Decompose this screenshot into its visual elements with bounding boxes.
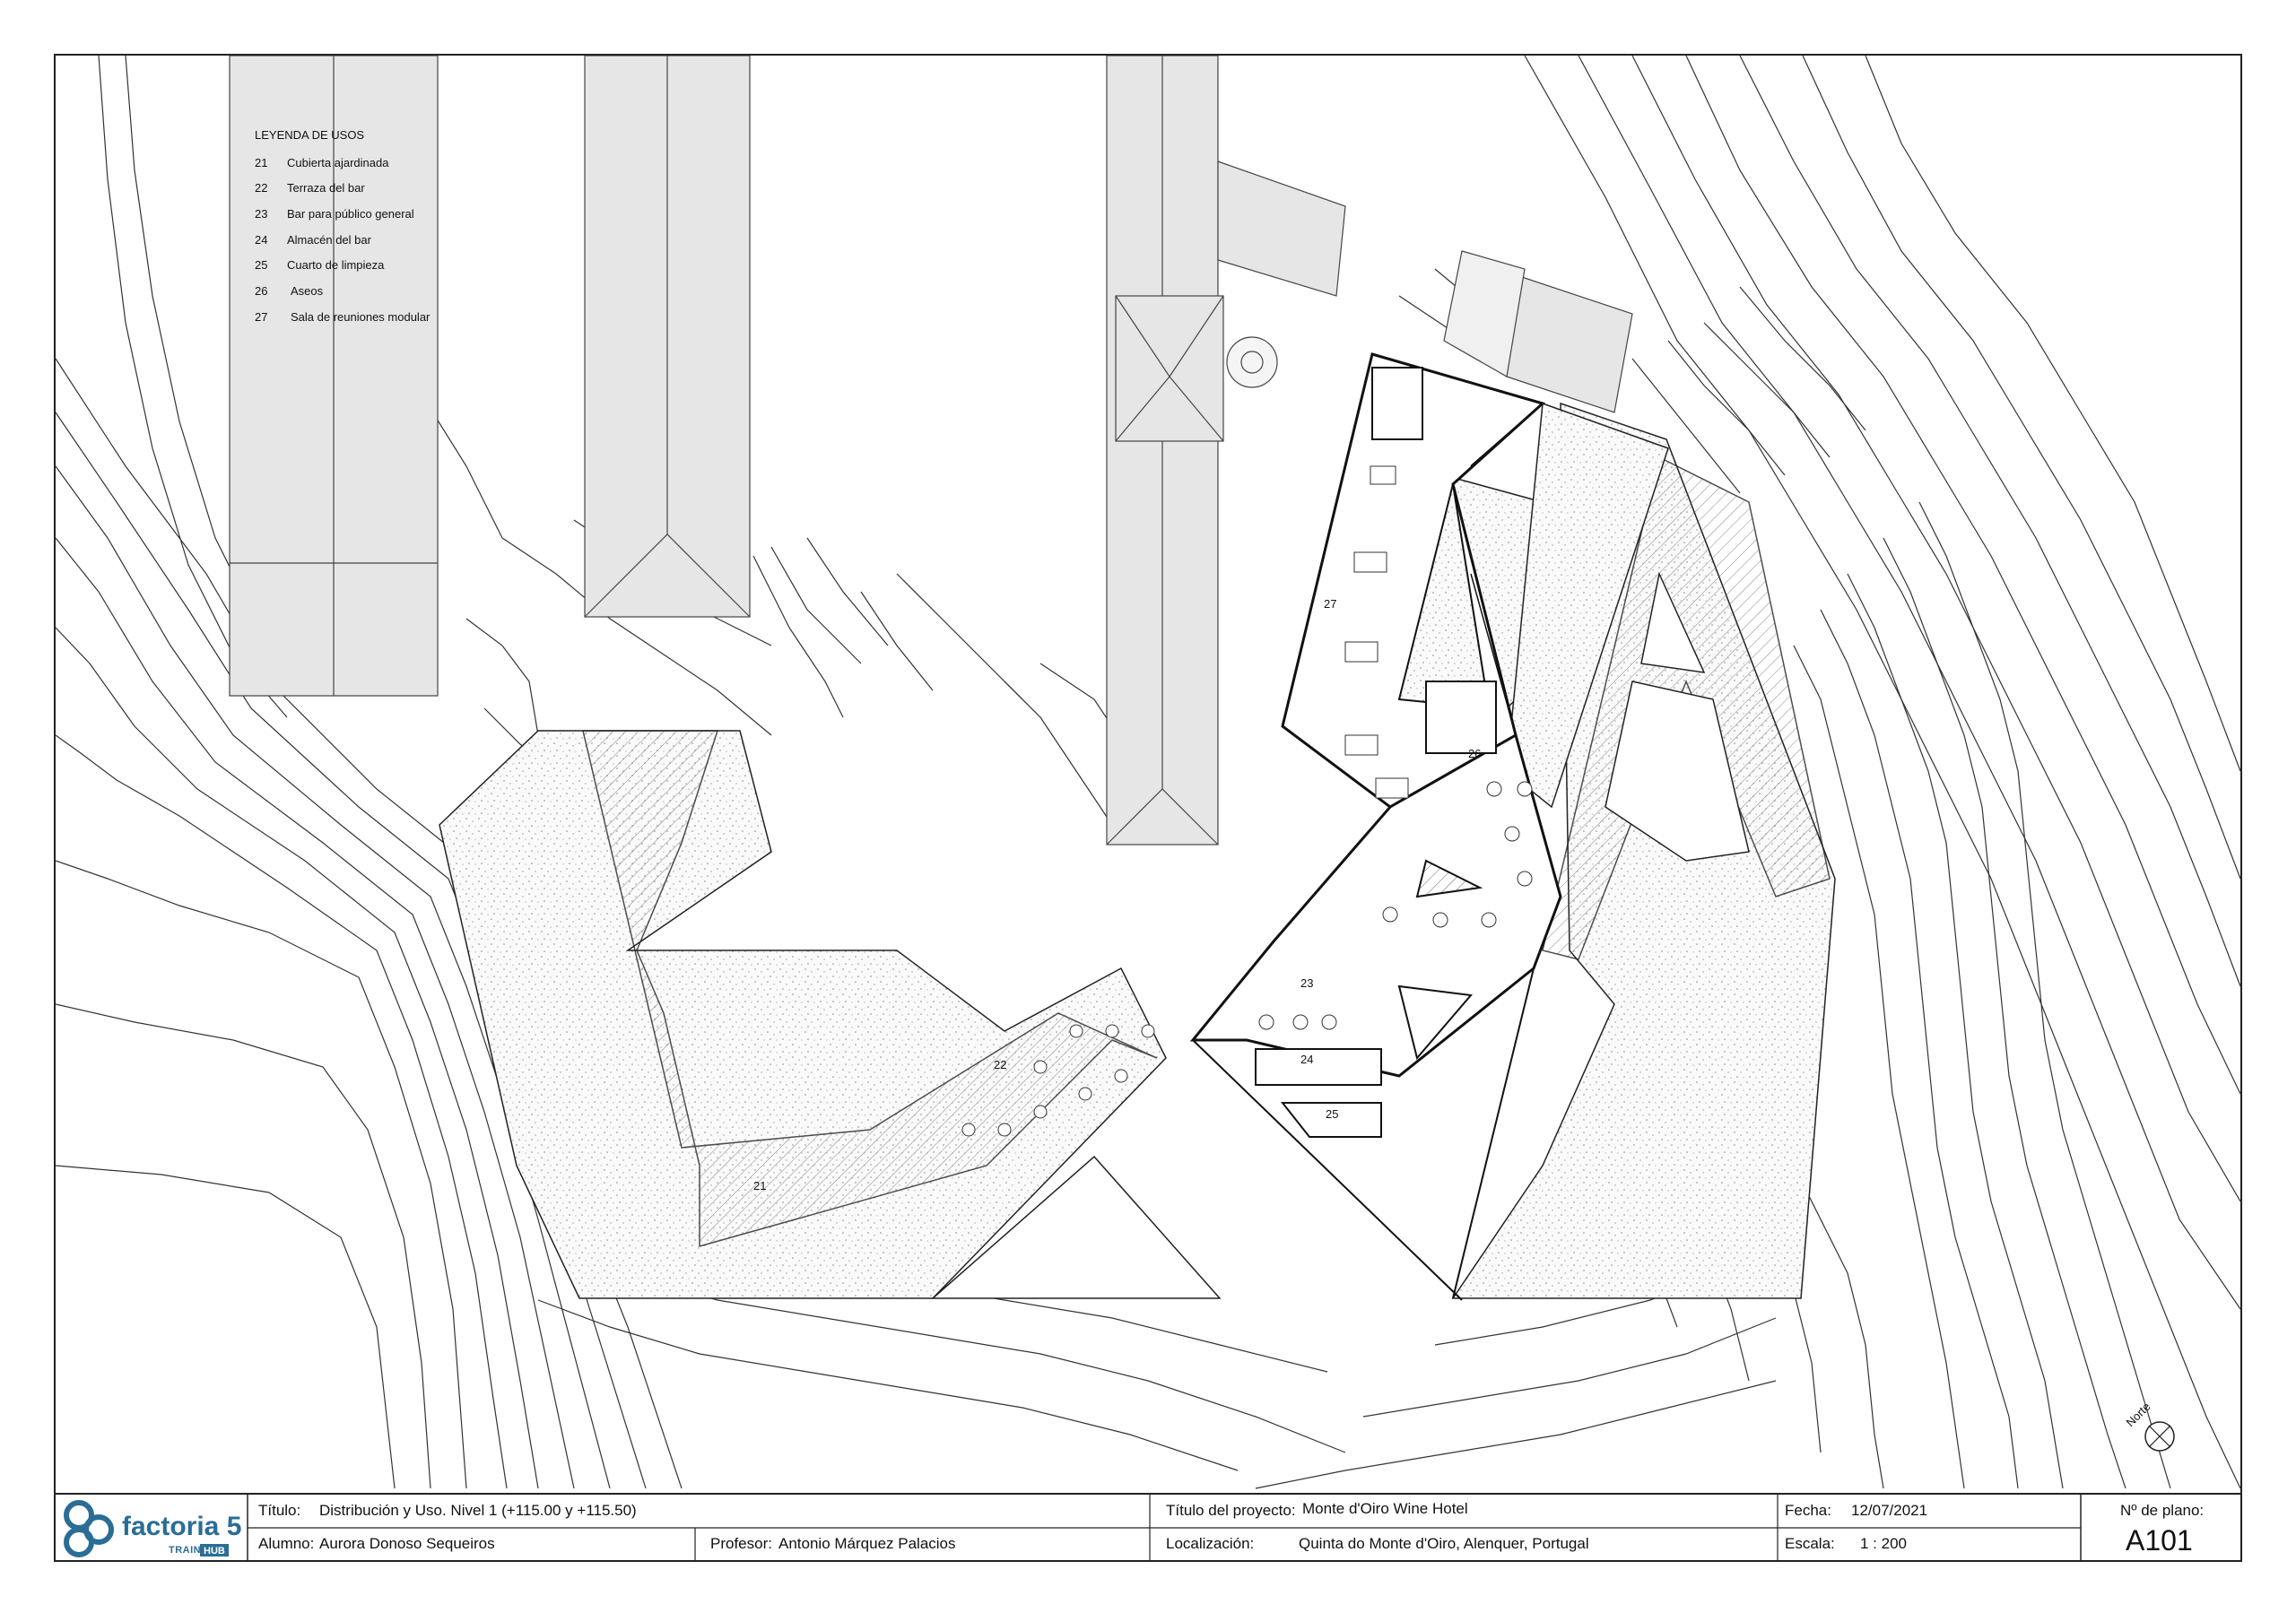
terrace-hatch-west bbox=[582, 730, 1158, 1247]
legend-num-21: 21 bbox=[255, 156, 267, 169]
legend-num-26: 26 bbox=[255, 284, 267, 298]
plano-label: Nº de plano: bbox=[2120, 1502, 2204, 1519]
north-arrow: Norte bbox=[2124, 1400, 2175, 1452]
storage-room bbox=[1255, 1048, 1382, 1086]
planted-roof-areas bbox=[439, 402, 1836, 1299]
localizacion-value: Quinta do Monte d'Oiro, Alenquer, Portug… bbox=[1299, 1535, 1589, 1552]
room-label-23: 23 bbox=[1300, 976, 1313, 990]
triangle-void-1 bbox=[1415, 859, 1483, 898]
profesor-label: Profesor: bbox=[710, 1535, 772, 1552]
existing-building-pavilion bbox=[1115, 295, 1224, 442]
room-label-24: 24 bbox=[1300, 1053, 1313, 1066]
alumno-value: Aurora Donoso Sequeiros bbox=[319, 1535, 495, 1552]
plano-value: A101 bbox=[2126, 1524, 2193, 1557]
gravel-northeast bbox=[1506, 402, 1669, 809]
triangle-void-2 bbox=[1397, 984, 1473, 1061]
legend-label-27: Sala de reuniones modular bbox=[291, 310, 430, 324]
legend-num-23: 23 bbox=[255, 207, 267, 221]
legend-num-22: 22 bbox=[255, 181, 267, 195]
garden-south-triangle bbox=[931, 1155, 1222, 1299]
alumno-label: Alumno: bbox=[258, 1535, 314, 1552]
legend-label-25: Cuarto de limpieza bbox=[287, 258, 385, 272]
profesor-value: Antonio Márquez Palacios bbox=[778, 1535, 956, 1552]
site-plan: 21 22 23 24 25 26 27 LEYENDA DE USOS 21 … bbox=[56, 56, 2240, 1489]
courtyard-east-1 bbox=[1640, 571, 1706, 673]
toilet-core bbox=[1425, 681, 1497, 754]
existing-building-northeast bbox=[1217, 160, 1346, 297]
logo-hub: HUB bbox=[204, 1546, 225, 1557]
legend-num-24: 24 bbox=[255, 233, 267, 247]
round-tower bbox=[1226, 336, 1278, 388]
legend-label-24: Almacén del bar bbox=[287, 233, 372, 247]
room-label-21: 21 bbox=[753, 1179, 766, 1192]
proyecto-label: Título del proyecto: bbox=[1166, 1502, 1296, 1519]
legend-num-25: 25 bbox=[255, 258, 267, 272]
escala-value: 1 : 200 bbox=[1860, 1535, 1907, 1552]
title-block: factoria 5 TRAINING HUB Título: Distribu… bbox=[54, 1493, 2242, 1562]
logo-knot-icon bbox=[64, 1500, 114, 1557]
existing-building-east-2 bbox=[1443, 250, 1526, 377]
room-label-25: 25 bbox=[1326, 1107, 1338, 1121]
existing-buildings bbox=[229, 56, 1633, 846]
legend: LEYENDA DE USOS 21 Cubierta ajardinada 2… bbox=[255, 128, 430, 324]
titulo-value: Distribución y Uso. Nivel 1 (+115.00 y +… bbox=[319, 1502, 637, 1519]
main-building bbox=[1189, 352, 1562, 1301]
legend-label-22: Terraza del bar bbox=[287, 181, 365, 195]
proyecto-value: Monte d'Oiro Wine Hotel bbox=[1302, 1500, 1468, 1517]
legend-label-21: Cubierta ajardinada bbox=[287, 156, 389, 169]
cleaning-room bbox=[1280, 1102, 1382, 1138]
fecha-label: Fecha: bbox=[1785, 1502, 1831, 1519]
factoria5-logo: factoria 5 TRAINING HUB bbox=[64, 1500, 241, 1557]
courtyard-east-2 bbox=[1605, 681, 1750, 862]
legend-num-27: 27 bbox=[255, 310, 267, 324]
titulo-label: Título: bbox=[258, 1502, 300, 1519]
room-labels: 21 22 23 24 25 26 27 bbox=[753, 597, 1481, 1192]
room-label-26: 26 bbox=[1468, 747, 1481, 760]
room-label-22: 22 bbox=[994, 1058, 1006, 1071]
fecha-value: 12/07/2021 bbox=[1851, 1502, 1927, 1519]
localizacion-label: Localización: bbox=[1166, 1535, 1254, 1552]
escala-label: Escala: bbox=[1785, 1535, 1835, 1552]
legend-label-26: Aseos bbox=[291, 284, 324, 298]
room-label-27: 27 bbox=[1324, 597, 1336, 611]
legend-title: LEYENDA DE USOS bbox=[255, 128, 364, 142]
legend-label-23: Bar para público general bbox=[287, 207, 414, 221]
logo-wordmark: factoria 5 bbox=[122, 1512, 241, 1541]
logo-hub-badge bbox=[200, 1544, 229, 1557]
stair-core bbox=[1371, 367, 1423, 440]
furniture bbox=[961, 465, 1533, 1137]
